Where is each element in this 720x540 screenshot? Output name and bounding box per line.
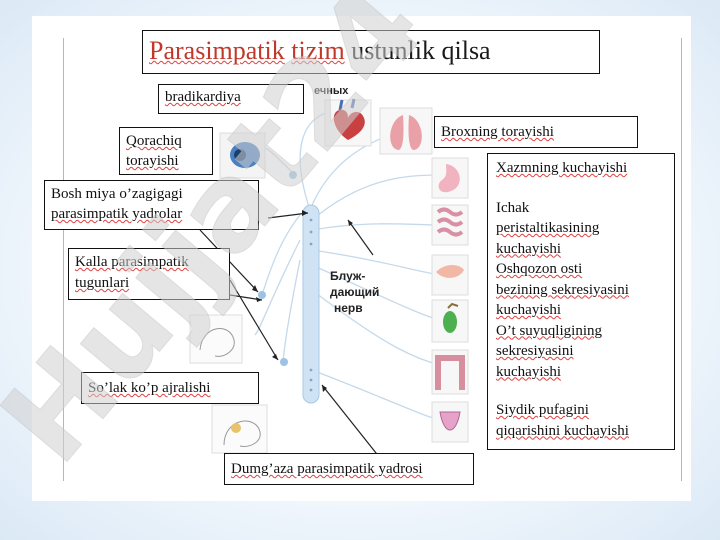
left-margin-line — [63, 38, 64, 481]
title-word-ustunlik: ustunlik qilsa — [351, 36, 491, 65]
label-kalla: Kalla parasimpatik tugunlari — [68, 248, 230, 300]
label-bosh-miya-line2: parasimpatik yadrolar — [51, 206, 183, 222]
label-broxning-text: Broxning torayishi — [441, 124, 554, 140]
label-dumgaza: Dumg’aza parasimpatik yadrosi — [224, 453, 474, 485]
right-margin-line — [681, 38, 682, 481]
label-qorachiq-line1: Qorachiq — [126, 133, 182, 149]
label-bradikardiya: bradikardiya — [158, 84, 304, 114]
label-bosh-miya-line1: Bosh miya o’zagigagi — [51, 186, 183, 202]
label-qorachiq-line2: torayishi — [126, 153, 179, 169]
effect-item: kuchayishi — [496, 363, 561, 380]
title-word-tizim: tizim — [291, 36, 345, 65]
vagus-line2: дающий — [330, 285, 380, 299]
effect-item: Oshqozon osti — [496, 261, 583, 277]
effect-item: Ichak — [496, 199, 530, 216]
label-solak: So’lak ko’p ajralishi — [81, 372, 259, 404]
label-kalla-line1: Kalla parasimpatik — [75, 254, 189, 270]
label-kalla-line2: tugunlari — [75, 275, 130, 291]
label-bosh-miya: Bosh miya o’zagigagi parasimpatik yadrol… — [44, 180, 259, 230]
label-bradikardiya-text: bradikardiya — [165, 89, 241, 105]
label-solak-text: So’lak ko’p ajralishi — [88, 380, 211, 396]
effect-item: bezining sekresiyasini — [496, 281, 629, 298]
effects-box: Xazmning kuchayishi Ichak peristaltikasi… — [487, 153, 675, 450]
effect-item: sekresiyasini — [496, 343, 574, 359]
label-dumgaza-text: Dumg’aza parasimpatik yadrosi — [231, 461, 423, 477]
effect-item: O’t suyuqligining — [496, 322, 602, 339]
vagus-line1: Блуж- — [330, 269, 366, 283]
russian-label-top: ечных — [314, 85, 349, 97]
effect-item: peristaltikasining — [496, 220, 600, 236]
effect-item: qiqarishini kuchayishi — [496, 422, 629, 439]
slide-title: Parasimpatik tizim ustunlik qilsa — [142, 30, 600, 74]
vagus-line3: нерв — [334, 301, 363, 315]
effect-item: kuchayishi — [496, 240, 561, 257]
effect-item: Siydik pufagini — [496, 402, 589, 418]
vagus-nerve-label: Блуж- дающий нерв — [330, 268, 379, 316]
effect-item: kuchayishi — [496, 302, 561, 318]
effect-item: Xazmning kuchayishi — [496, 160, 628, 176]
title-word-parasimpatik: Parasimpatik — [149, 36, 285, 65]
label-broxning: Broxning torayishi — [434, 116, 638, 148]
label-qorachiq: Qorachiq torayishi — [119, 127, 213, 175]
